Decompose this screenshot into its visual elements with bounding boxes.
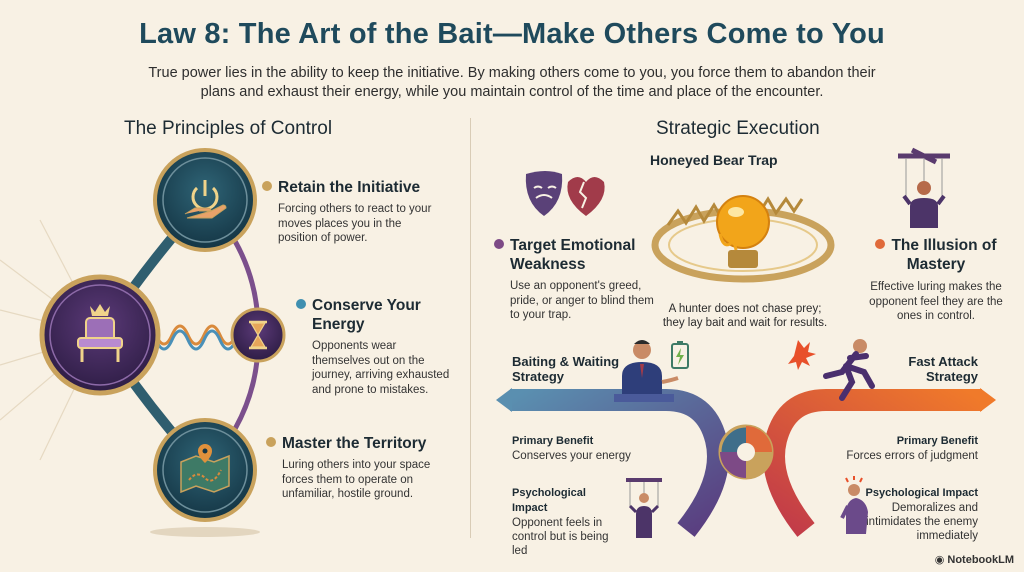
throne-icon [77,304,123,362]
section-divider [470,118,471,538]
principle-desc: Forcing others to react to your moves pl… [278,203,432,244]
puppet-figure-icon [626,478,662,538]
baiting-impact: Psychological Impact Opponent feels in c… [512,486,624,558]
bear-trap-illustration [651,195,835,283]
attack-benefit: Primary Benefit Forces errors of judgmen… [838,434,978,463]
benefit-label: Primary Benefit [512,435,594,447]
impact-label: Psychological Impact [865,487,978,499]
map-pin-icon [180,444,230,494]
bullet-dot [875,239,886,249]
impact-label: Psychological Impact [512,487,586,514]
principle-title: Master the Territory [282,435,427,452]
bullet-dot [266,437,276,447]
emotional-weakness: Target Emotional Weakness Use an opponen… [494,236,654,323]
benefit-value: Conserves your energy [512,450,631,462]
principle-desc: Luring others into your space forces the… [282,459,431,500]
benefit-label: Primary Benefit [896,435,978,447]
illusion-desc: Effective luring makes the opponent feel… [869,281,1003,322]
waiting-businessman-icon [614,340,679,402]
principle-title: Conserve Your Energy [312,297,421,333]
benefit-value: Forces errors of judgment [846,450,978,462]
notebook-icon: ◉ [934,554,945,566]
attack-impact: Psychological Impact Demoralizes and int… [864,486,978,543]
page-title: Law 8: The Art of the Bait—Make Others C… [139,18,885,50]
principle-title: Retain the Initiative [278,179,421,196]
principle-energy: Conserve Your Energy Opponents wear them… [296,296,456,397]
intro-text: True power lies in the ability to keep t… [148,65,876,100]
execution-heading: Strategic Execution [656,118,820,139]
principle-desc: Opponents wear themselves out on the jou… [312,340,450,396]
bullet-dot [262,181,272,191]
emotional-desc: Use an opponent's greed, pride, or anger… [510,280,654,321]
hourglass-icon [249,320,267,350]
brand-logo: ◉ NotebookLM [935,553,1014,566]
bullet-dot [494,239,504,249]
brand-name: NotebookLM [947,554,1014,566]
emotional-title: Target Emotional Weakness [510,237,636,273]
illusion-of-mastery: The Illusion of Mastery Effective luring… [866,236,1006,324]
impact-value: Opponent feels in control but is being l… [512,517,609,557]
trap-caption: A hunter does not chase prey; they lay b… [662,303,828,329]
impact-value: Demoralizes and intimidates the enemy im… [866,502,978,542]
illusion-title: The Illusion of Mastery [891,237,997,273]
exhausted-enemy-icon [840,476,868,534]
strategy-paths [496,388,996,537]
principles-heading: The Principles of Control [124,118,333,139]
baiting-benefit: Primary Benefit Conserves your energy [512,434,652,463]
attack-title: Fast Attack Strategy [908,354,978,384]
principle-territory: Master the Territory Luring others into … [266,434,442,502]
bullet-dot [296,299,306,309]
battery-charging-icon [671,341,689,369]
baiting-title: Baiting & Waiting Strategy [512,354,620,384]
power-hand-icon [184,180,227,219]
running-attacker-icon [788,339,875,401]
puppet-master-icon [898,147,950,228]
theater-masks-icon [525,171,605,216]
trap-label: Honeyed Bear Trap [650,152,778,168]
principle-initiative: Retain the Initiative Forcing others to … [262,178,442,246]
